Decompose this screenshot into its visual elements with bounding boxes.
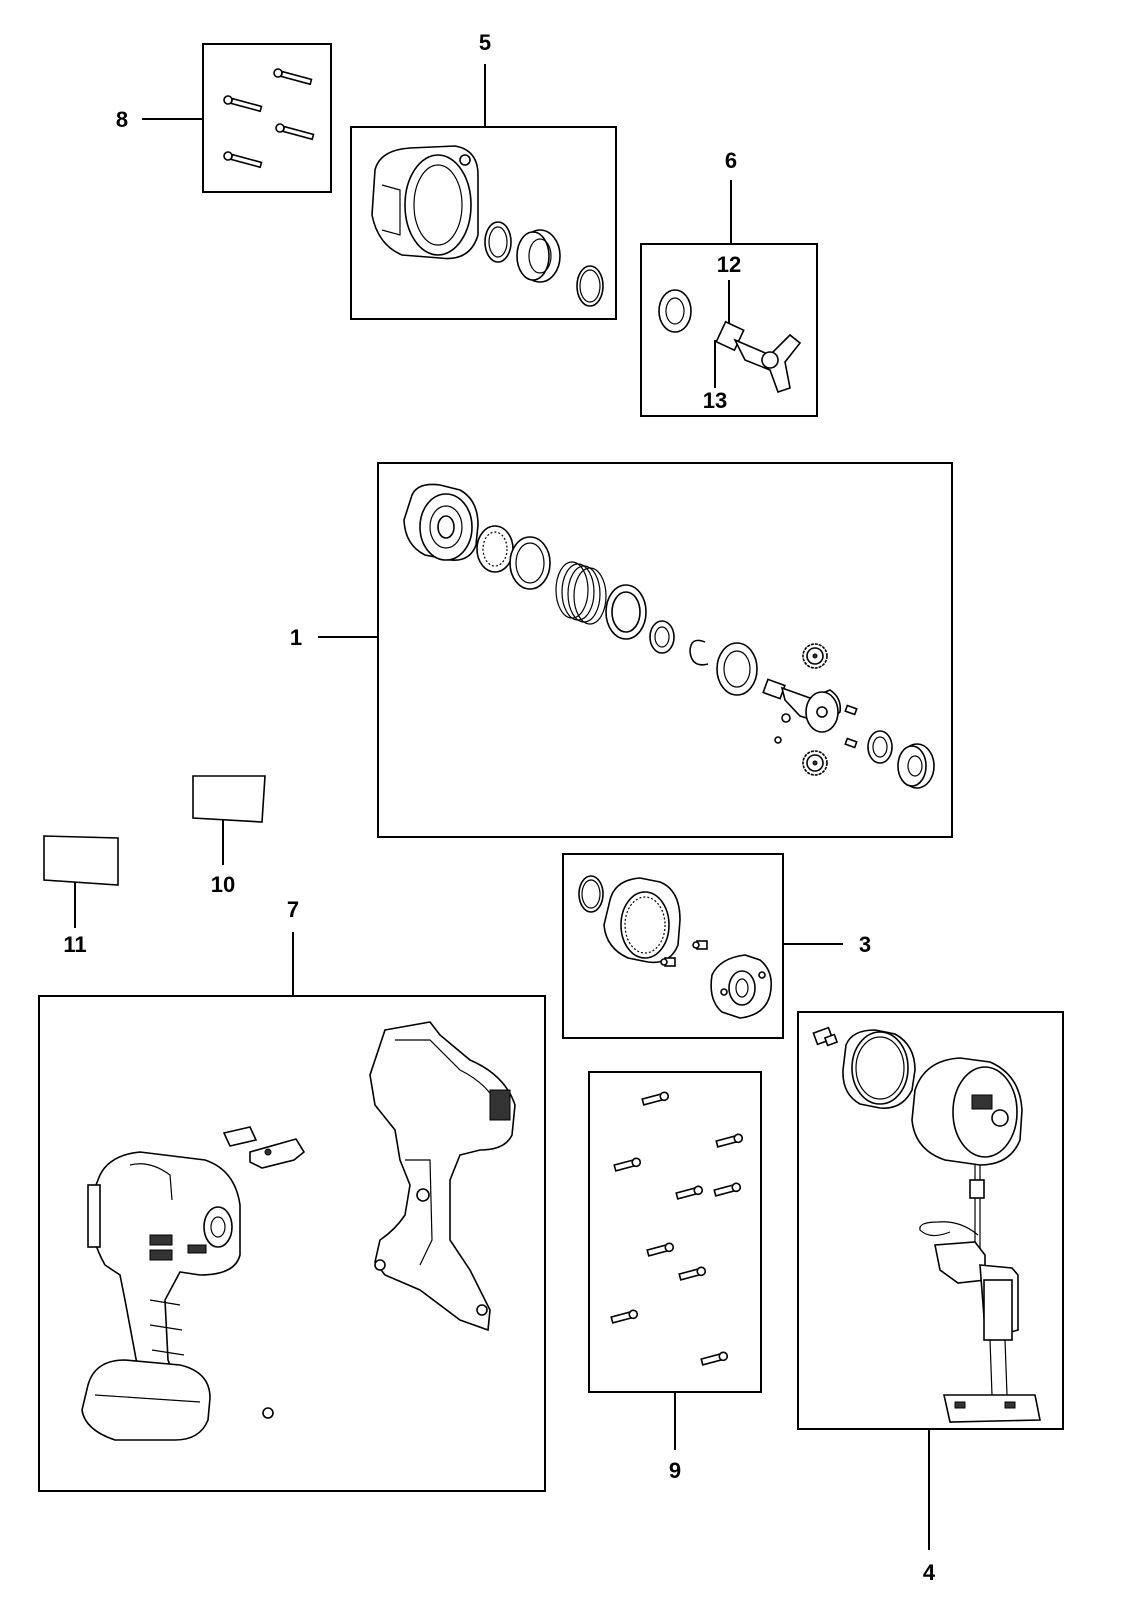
part-box-9 — [588, 1071, 762, 1393]
spring — [555, 561, 607, 625]
part-box-8 — [202, 43, 332, 193]
washer-c — [716, 642, 758, 696]
part-box-7 — [38, 995, 546, 1492]
part-group-3-ring-gear: 3 — [562, 853, 871, 1039]
washer-d — [867, 730, 893, 764]
part-group-1-impact-mechanism: 1 — [290, 462, 953, 838]
housing-right-half — [369, 1021, 516, 1332]
part-group-7-housing: 7 — [38, 897, 546, 1492]
anvil-washer — [658, 289, 692, 333]
callout-9: 9 — [669, 1458, 681, 1483]
part-group-4-motor-switch: 4 — [797, 1011, 1064, 1585]
bearing-1 — [897, 743, 935, 789]
housing-left-half — [81, 1151, 274, 1441]
anvil-shaft — [715, 320, 802, 394]
callout-7: 7 — [287, 897, 299, 922]
retaining-ring-3 — [578, 875, 604, 913]
motor-sleeve — [842, 1029, 916, 1109]
part-box-4 — [797, 1011, 1064, 1430]
retaining-ring-1 — [689, 639, 709, 666]
callout-5: 5 — [479, 30, 491, 55]
part-group-9-screws: 9 — [588, 1071, 762, 1483]
motor-screws-3 — [660, 940, 708, 967]
callout-12: 10 — [211, 872, 235, 897]
callout-13: 11 — [63, 932, 86, 957]
part-box-6 — [640, 243, 818, 417]
hammer — [403, 483, 479, 562]
planet-gear-top — [802, 643, 828, 669]
bearing-plate — [710, 954, 773, 1019]
washer-a — [509, 536, 551, 590]
callout-11: 13 — [703, 388, 727, 413]
callout-6: 6 — [725, 148, 737, 173]
screw-set-9 — [610, 1091, 744, 1366]
spring-seat — [605, 584, 647, 640]
part-group-5-gear-case: 5 — [350, 30, 617, 320]
part-box-5 — [350, 126, 617, 320]
pins — [844, 704, 858, 749]
gear-housing — [371, 145, 479, 260]
bearing-parts-5 — [484, 221, 604, 307]
housing-cover-clips — [222, 1126, 306, 1169]
screw-set-8 — [223, 68, 315, 169]
callout-1: 1 — [290, 625, 302, 650]
part-box-3 — [562, 853, 784, 1039]
ball-bearing-ring — [476, 525, 514, 573]
part-group-8-screws: 8 — [116, 43, 332, 193]
part-label-13: 11 — [43, 835, 119, 957]
spindle — [762, 678, 842, 744]
part-group-6-anvil: 6 12 13 — [640, 148, 818, 417]
callout-4: 4 — [923, 1560, 936, 1585]
motor-pinion — [812, 1026, 839, 1047]
motor — [911, 1057, 1023, 1255]
planet-gear-bottom — [802, 750, 828, 776]
part-box-1 — [377, 462, 953, 838]
callout-10: 12 — [717, 252, 741, 277]
washer-b — [649, 620, 675, 654]
callout-3: 3 — [859, 932, 871, 957]
ring-gear — [603, 877, 681, 964]
switch-assembly — [919, 1221, 1041, 1423]
callout-8: 8 — [116, 107, 128, 132]
part-label-12: 10 — [192, 775, 266, 897]
